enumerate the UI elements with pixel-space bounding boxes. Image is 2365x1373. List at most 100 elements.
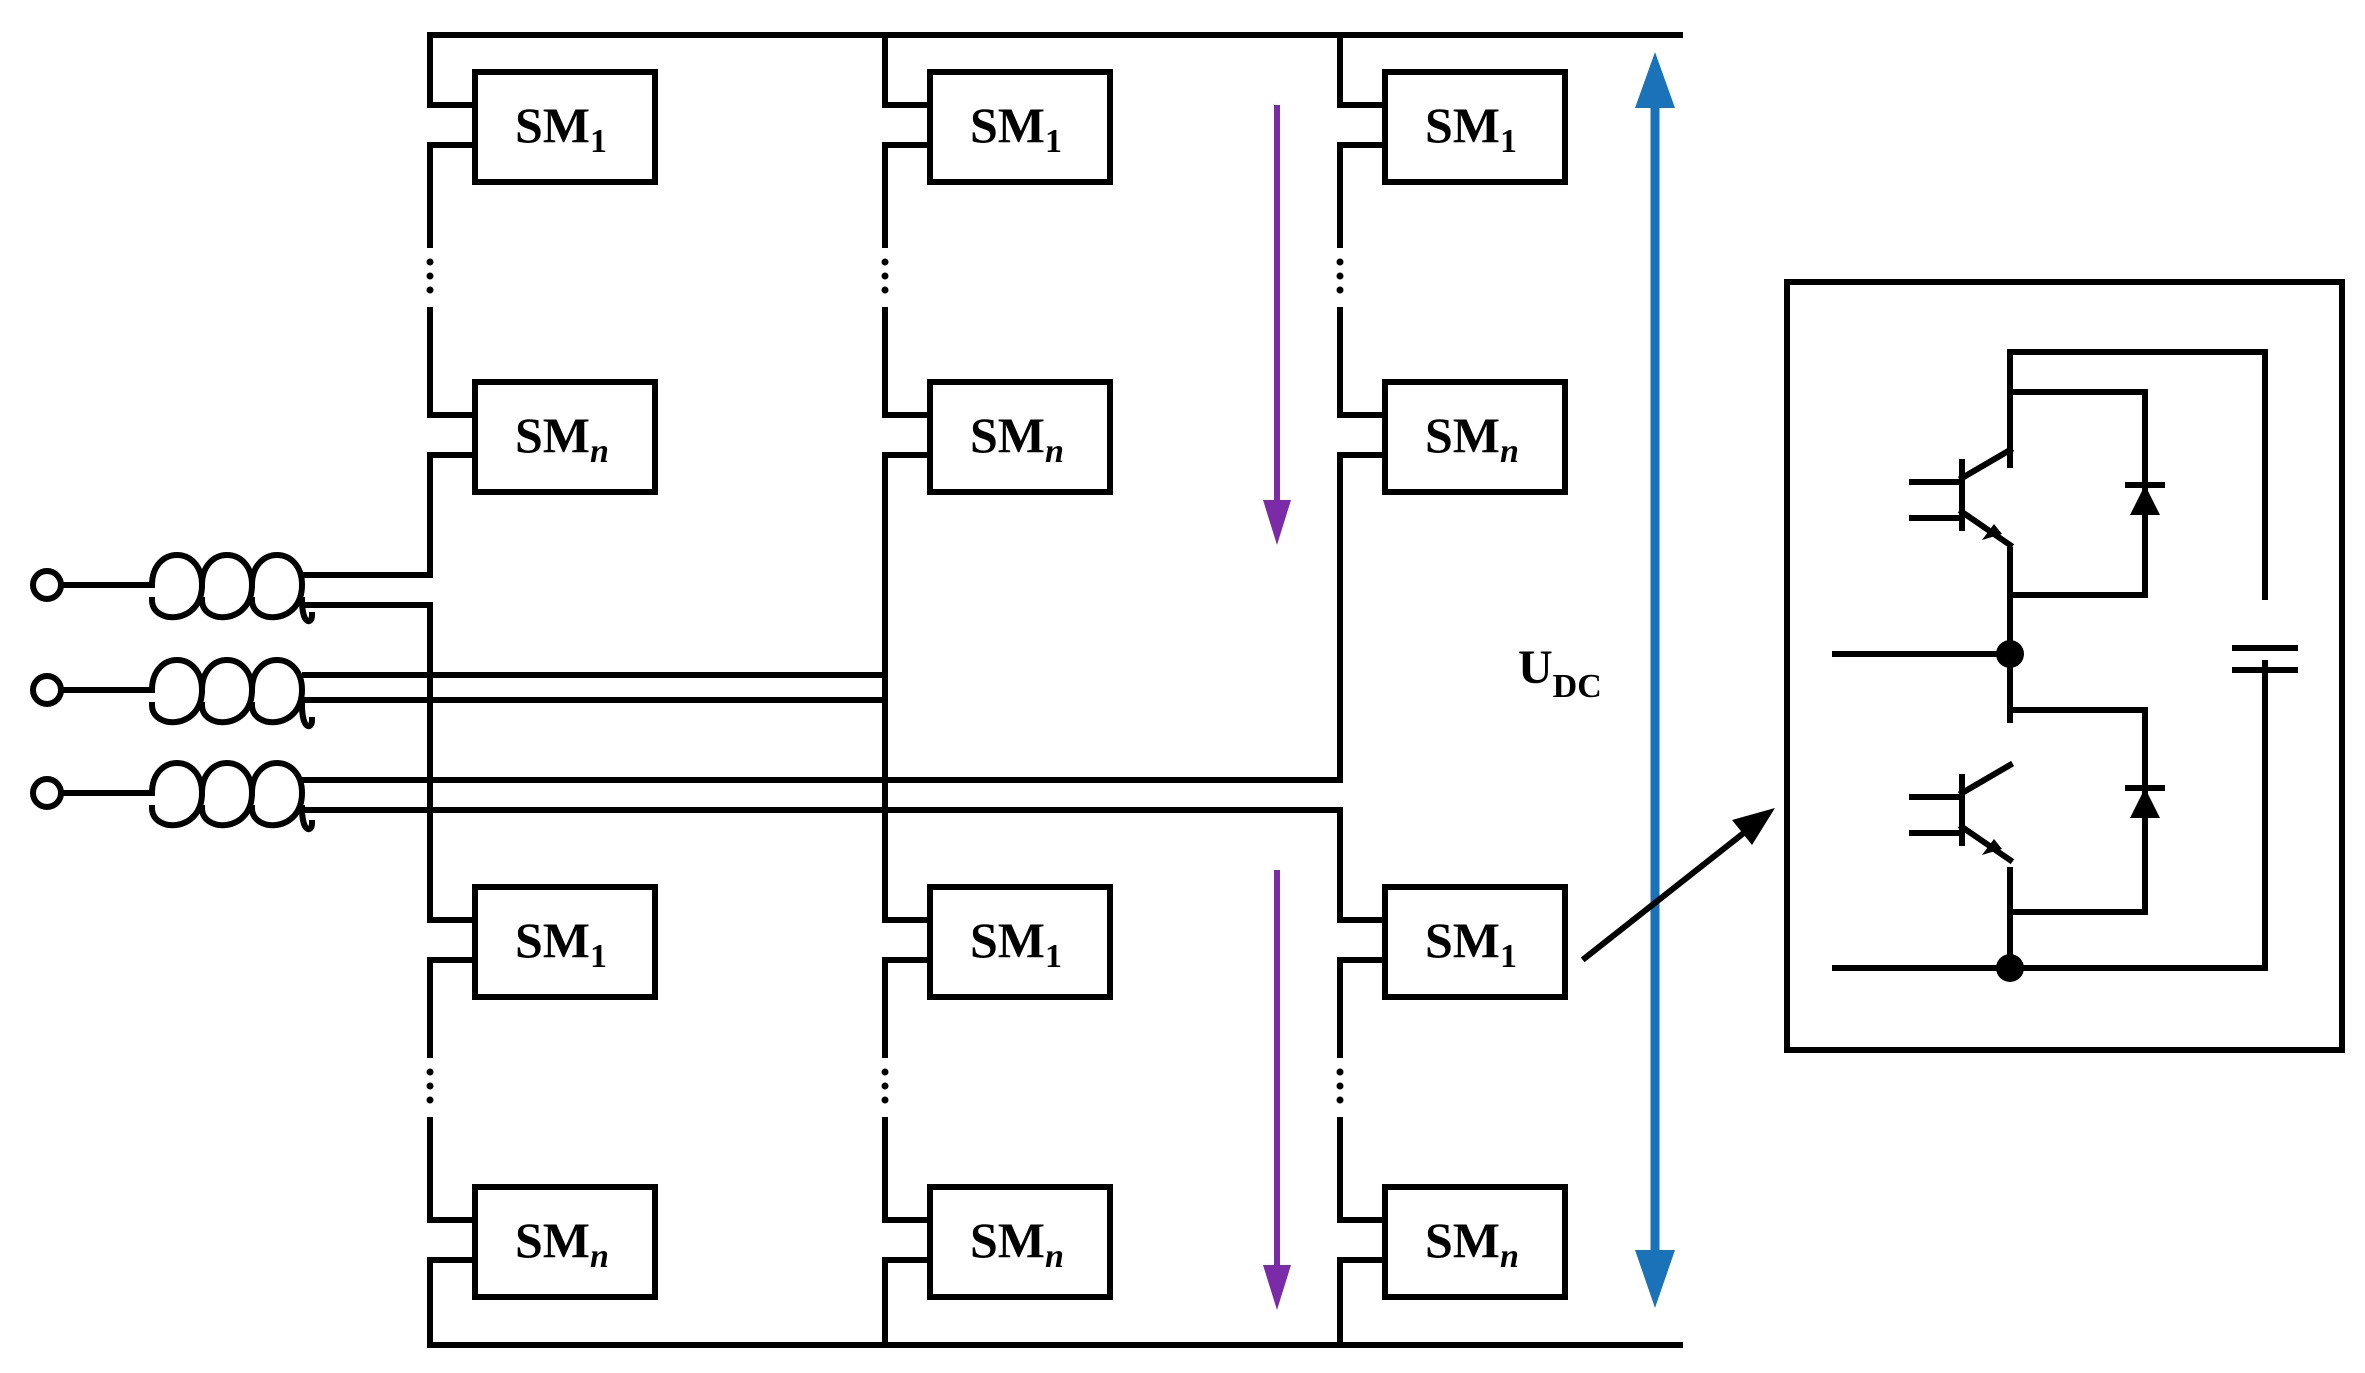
submodule-label: SMn (1425, 1212, 1519, 1275)
leg-c-upper-entry (1337, 32, 1388, 108)
ac-terminal-b (30, 673, 64, 707)
submodule-label: SM1 (515, 97, 607, 160)
leg-b-lower-smn-out (882, 1257, 933, 1348)
submodule-label-prefix: SM (970, 407, 1045, 463)
submodule-label-prefix: SM (1425, 1212, 1500, 1268)
submodule-label: SM1 (1425, 97, 1517, 160)
arm-current-arrows (1263, 105, 1291, 1310)
submodule-c-upper-first: SM1 (1382, 69, 1568, 185)
submodule-box (472, 1184, 658, 1300)
submodule-box (472, 379, 658, 495)
leg-b-upper-entry (882, 32, 933, 108)
leg-b-upper-smn-out (882, 452, 933, 703)
top-diode-triangle (2130, 485, 2160, 515)
submodule-label-prefix: SM (970, 912, 1045, 968)
leg-b-upper-smn-in (882, 307, 933, 418)
submodule-box (472, 69, 658, 185)
leg-a-lower-smn-in (427, 1117, 478, 1223)
submodule-label-prefix: SM (515, 912, 590, 968)
submodule-box (927, 1184, 1113, 1300)
leg-c-upper-smn-out (1337, 452, 1388, 783)
submodule-label-prefix: SM (970, 1212, 1045, 1268)
submodule-box (1382, 1184, 1568, 1300)
bottom-diode-icon (2125, 785, 2165, 818)
leg-a-lower-sm1-out (427, 957, 478, 1058)
submodule-box (1382, 379, 1568, 495)
upper-arm-current-arrowhead (1263, 500, 1291, 545)
bottom-igbt-icon (1909, 760, 2015, 865)
leg-c-lower-entry (1337, 807, 1388, 923)
top-igbt-emitter-arrow (1982, 524, 2002, 540)
dc-bus (427, 32, 1683, 1348)
ac-terminal-c (30, 776, 64, 810)
capacitor-icon (2232, 600, 2298, 673)
submodule-a-upper-first: SM1 (472, 69, 658, 185)
submodule-label-index: 1 (1045, 123, 1062, 160)
submodule-label: SM1 (970, 912, 1062, 975)
submodule-label-index: 1 (1045, 938, 1062, 975)
submodule-box (472, 884, 658, 1000)
ac-side (30, 552, 1343, 833)
submodule-a-lower-first: SM1 (472, 884, 658, 1000)
submodule-label: SMn (515, 407, 609, 470)
submodule-label-index: n (590, 433, 609, 470)
submodule-label-index: n (1500, 1238, 1519, 1275)
submodule-label-index: n (1045, 433, 1064, 470)
top-igbt-gate (1909, 479, 1965, 521)
submodule-c-lower-last: SMn (1382, 1184, 1568, 1300)
submodule-c-lower-first: SM1 (1382, 884, 1568, 1000)
leg-c-lower-smn-in (1337, 1117, 1388, 1223)
inductor-a (148, 552, 316, 625)
dc-voltage-label: UDC (1518, 641, 1602, 705)
leg-c-upper-smn-in (1337, 307, 1388, 418)
leg-a-lower-dots (426, 1068, 434, 1104)
bottom-igbt-emitter-lead (1957, 822, 2015, 865)
submodule-b-upper-last: SMn (927, 379, 1113, 495)
leg-c-upper-sm1-out (1337, 142, 1388, 248)
dc-voltage-label-sub: DC (1553, 668, 1602, 705)
dc-voltage-arrowhead-bottom (1635, 1250, 1675, 1308)
inductor-c (148, 760, 316, 833)
detail-junction-top (1996, 640, 2024, 668)
leg-a-upper-dots (426, 258, 434, 294)
leg-c-lower-dots (1336, 1068, 1344, 1104)
callout-arrowhead (1732, 808, 1775, 845)
submodule-b-lower-first: SM1 (927, 884, 1113, 1000)
submodule-box (927, 69, 1113, 185)
leg-b-lower-entry (882, 672, 933, 923)
submodule-label: SMn (970, 1212, 1064, 1275)
submodule-label: SMn (515, 1212, 609, 1275)
submodule-b-lower-last: SMn (927, 1184, 1113, 1300)
submodule-box (927, 379, 1113, 495)
leg-a-lower-entry (427, 602, 478, 923)
callout-arrow (1580, 808, 1775, 963)
submodule-label-prefix: SM (1425, 97, 1500, 153)
leg-a-upper-smn-in (427, 307, 478, 418)
detail-junction-bottom (1996, 954, 2024, 982)
submodule-label-prefix: SM (1425, 912, 1500, 968)
submodule-label: SM1 (1425, 912, 1517, 975)
submodule-label: SM1 (970, 97, 1062, 160)
inductor-b (148, 657, 316, 730)
submodule-label-prefix: SM (970, 97, 1045, 153)
submodule-label-index: n (590, 1238, 609, 1275)
leg-b-lower-sm1-out (882, 957, 933, 1058)
submodule-label: SMn (970, 407, 1064, 470)
submodule-label-prefix: SM (515, 97, 590, 153)
phase-leg-wiring (427, 32, 1388, 1348)
submodule-box (1382, 69, 1568, 185)
top-igbt-collector-lead (1957, 445, 2015, 483)
leg-a-lower-smn-out (427, 1257, 478, 1348)
submodule-label-prefix: SM (515, 1212, 590, 1268)
submodule-box (927, 884, 1113, 1000)
callout-arrow-shaft (1580, 827, 1750, 963)
capacitor-plates (2232, 645, 2298, 673)
submodule-label-index: n (1500, 433, 1519, 470)
leg-c-upper-dots (1336, 258, 1344, 294)
submodule-a-lower-last: SMn (472, 1184, 658, 1300)
bottom-igbt-emitter-arrow (1982, 839, 2002, 855)
dc-voltage-label-main: U (1518, 641, 1553, 694)
leg-a-upper-entry (427, 32, 478, 108)
